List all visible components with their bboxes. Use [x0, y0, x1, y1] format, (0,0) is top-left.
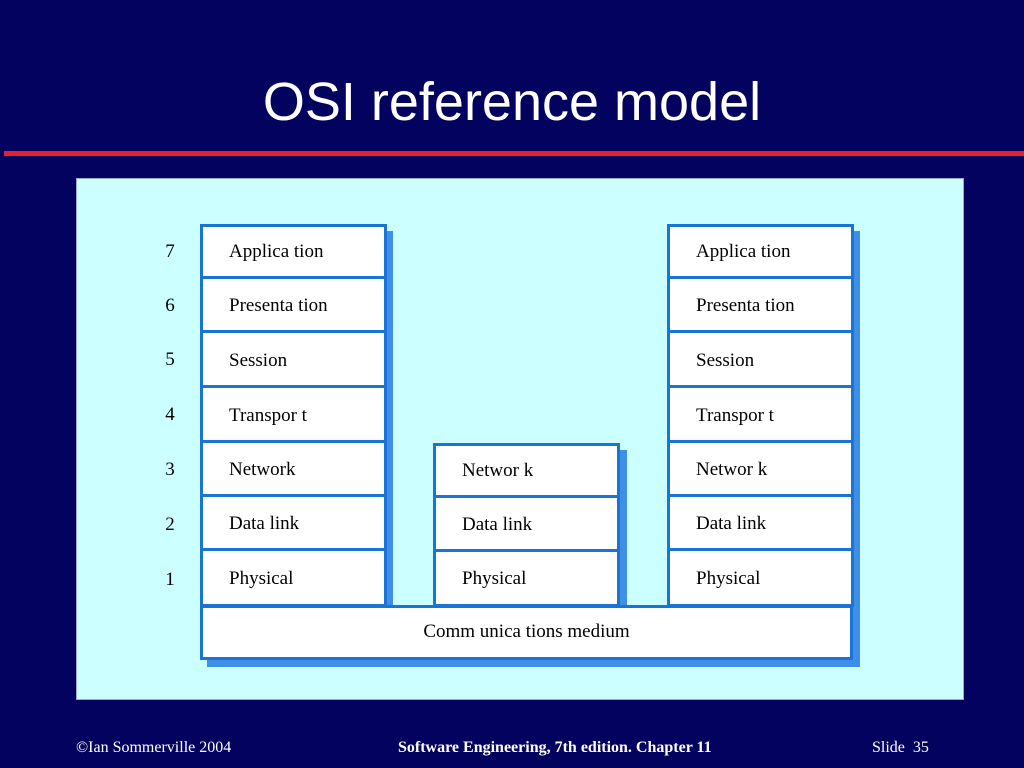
- layer-number-4: 4: [165, 404, 175, 425]
- left-layer-data-link: Data link: [203, 499, 384, 551]
- right-layer-session: Session: [670, 336, 851, 388]
- footer-slide-number: Slide 35: [872, 739, 929, 756]
- right-layer-application: Applica tion: [670, 227, 851, 279]
- layer-number-2: 2: [165, 514, 175, 535]
- footer-book-title: Software Engineering, 7th edition. Chapt…: [398, 739, 712, 756]
- right-layer-network: Networ k: [670, 445, 851, 497]
- middle-layer-network: Networ k: [436, 446, 617, 498]
- slide-title: OSI reference model: [262, 72, 762, 132]
- layer-number-6: 6: [165, 295, 175, 316]
- left-layer-transport: Transpor t: [203, 391, 384, 443]
- right-layer-physical: Physical: [696, 568, 761, 589]
- layer-number-5: 5: [165, 349, 175, 370]
- left-layer-presentation: Presenta tion: [203, 281, 384, 333]
- layer-number-3: 3: [165, 459, 175, 480]
- left-layer-network: Network: [203, 445, 384, 497]
- middle-layer-physical: Physical: [462, 568, 527, 589]
- communications-medium: Comm unica tions medium: [200, 605, 853, 660]
- right-layer-presentation: Presenta tion: [670, 281, 851, 333]
- left-layer-application: Applica tion: [203, 227, 384, 279]
- layer-number-1: 1: [165, 569, 175, 590]
- middle-stack: Networ k Data link Physical: [433, 443, 620, 607]
- left-layer-session: Session: [203, 336, 384, 388]
- left-layer-physical: Physical: [229, 568, 294, 589]
- right-stack: Applica tion Presenta tion Session Trans…: [667, 224, 854, 607]
- title-underline: [4, 151, 1024, 156]
- footer-copyright: ©Ian Sommerville 2004: [76, 739, 232, 756]
- layer-number-7: 7: [165, 241, 175, 262]
- left-stack: Applica tion Presenta tion Session Trans…: [200, 224, 387, 607]
- right-layer-transport: Transpor t: [670, 391, 851, 443]
- right-layer-data-link: Data link: [670, 499, 851, 551]
- middle-layer-data-link: Data link: [436, 500, 617, 552]
